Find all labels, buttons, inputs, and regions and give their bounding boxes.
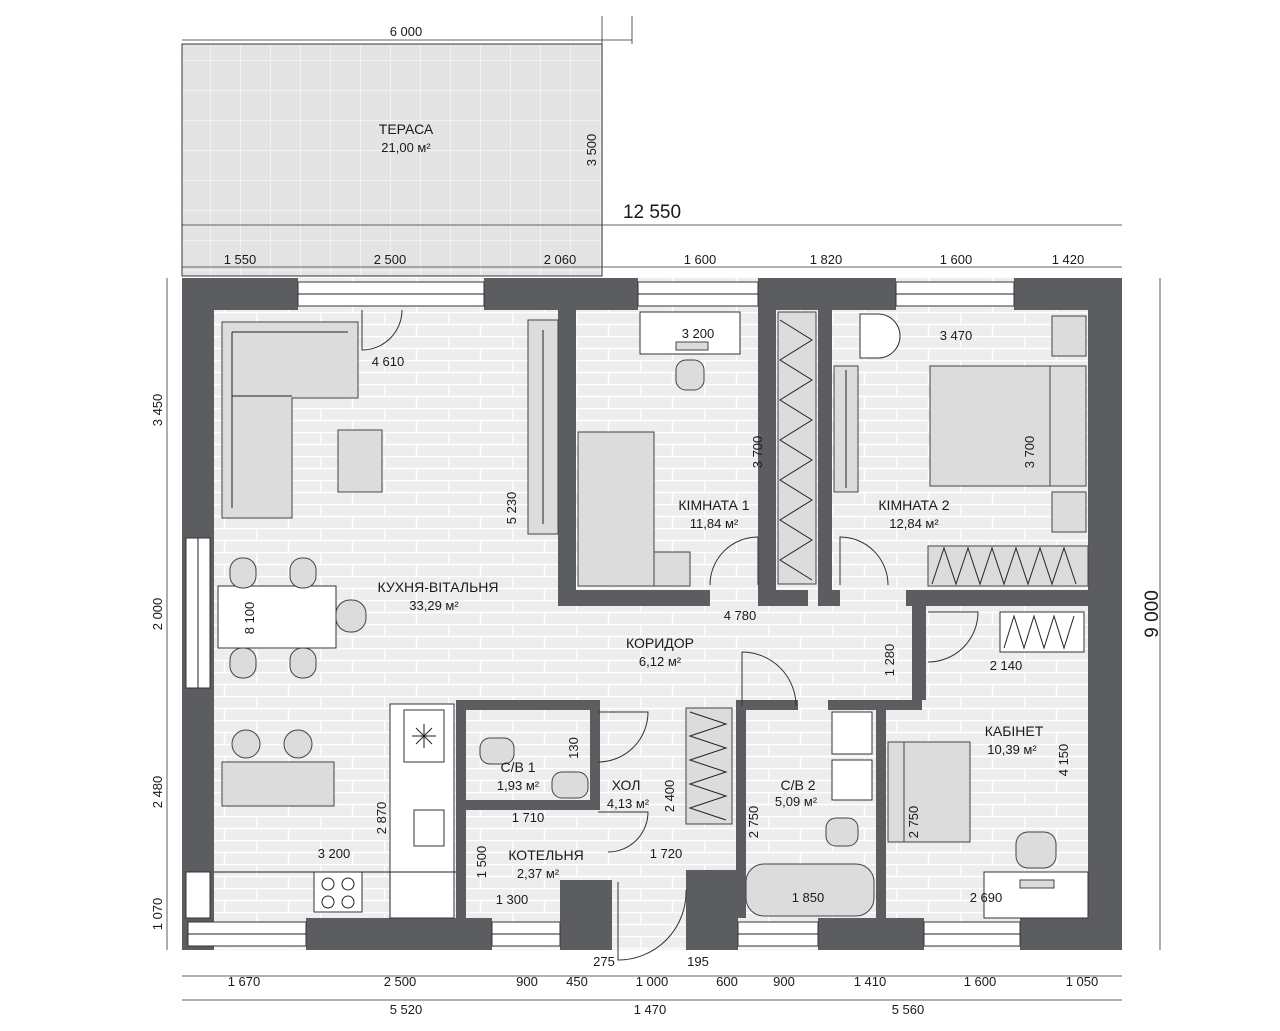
dim-kitchen-unit: 2 870 — [374, 802, 389, 835]
dim-hall-depth: 2 400 — [662, 780, 677, 813]
dim-bottom: 900 — [773, 974, 795, 989]
wc1-name: С/В 1 — [500, 759, 535, 775]
dim-bottom: 195 — [687, 954, 709, 969]
dim-office-inner: 2 750 — [906, 806, 921, 839]
dim-bottom: 1 050 — [1066, 974, 1099, 989]
dim-total-depth: 9 000 — [1142, 590, 1163, 638]
dim-left: 3 450 — [150, 394, 165, 427]
kitchen-area: 33,29 м² — [409, 598, 459, 613]
dim-corridor-len: 4 780 — [724, 608, 757, 623]
dim-bottom: 1 000 — [636, 974, 669, 989]
windows — [185, 281, 1021, 947]
dim-wc1-130: 130 — [566, 737, 581, 759]
dim-room2-depth: 3 700 — [1022, 436, 1037, 469]
dim-bottom: 1 410 — [854, 974, 887, 989]
outer-walls — [182, 278, 1122, 950]
dim-kitchen-depth: 5 230 — [504, 492, 519, 525]
dim-bottom-total: 5 560 — [892, 1002, 925, 1017]
office-area: 10,39 м² — [987, 742, 1037, 757]
dim-wc2-depth: 2 750 — [746, 806, 761, 839]
dim-bottom: 1 670 — [228, 974, 261, 989]
kitchen-name: КУХНЯ-ВІТАЛЬНЯ — [378, 579, 499, 595]
dim-bottom: 2 500 — [384, 974, 417, 989]
dim-kitchen-top: 4 610 — [372, 354, 405, 369]
dim-total-width: 12 550 — [623, 202, 681, 223]
terrace-name: ТЕРАСА — [379, 121, 434, 137]
dim-terrace-width: 6 000 — [390, 24, 423, 39]
dim-left: 2 000 — [150, 598, 165, 631]
hall-area: 4,13 м² — [607, 796, 650, 811]
dim-office-bottom: 2 690 — [970, 890, 1003, 905]
dim-office-top: 2 140 — [990, 658, 1023, 673]
dim-corridor-w: 1 280 — [882, 644, 897, 677]
dim-wc2-bottom: 1 850 — [792, 890, 825, 905]
dim-bottom: 900 — [516, 974, 538, 989]
terrace-area: 21,00 м² — [381, 140, 431, 155]
dim-kitchen-bottom: 3 200 — [318, 846, 351, 861]
corridor-area: 6,12 м² — [639, 654, 682, 669]
dim-top: 1 600 — [940, 252, 973, 267]
dim-bottom: 1 600 — [964, 974, 997, 989]
dim-top: 2 060 — [544, 252, 577, 267]
boiler-area: 2,37 м² — [517, 866, 560, 881]
dim-bottom-total: 1 470 — [634, 1002, 667, 1017]
dim-hall-bottom: 1 720 — [650, 846, 683, 861]
room1-area: 11,84 м² — [690, 516, 739, 531]
dim-top: 1 820 — [810, 252, 843, 267]
dim-room1-depth: 3 700 — [750, 436, 765, 469]
dim-top: 1 420 — [1052, 252, 1085, 267]
doors — [361, 309, 979, 961]
interior-walls — [456, 280, 1120, 918]
dim-bottom: 600 — [716, 974, 738, 989]
wc1-area: 1,93 м² — [497, 778, 540, 793]
office-name: КАБІНЕТ — [985, 723, 1044, 739]
dim-left: 2 480 — [150, 776, 165, 809]
dim-bottom: 450 — [566, 974, 588, 989]
furniture — [214, 311, 1089, 919]
corridor-name: КОРИДОР — [626, 635, 694, 651]
room2-area: 12,84 м² — [889, 516, 939, 531]
dim-terrace-depth: 3 500 — [584, 134, 599, 167]
room1-name: КІМНАТА 1 — [678, 497, 749, 513]
hall-name: ХОЛ — [612, 777, 641, 793]
wc2-area: 5,09 м² — [775, 794, 818, 809]
dim-left: 1 070 — [150, 898, 165, 931]
dim-room1-top: 3 200 — [682, 326, 715, 341]
dim-dining: 8 100 — [242, 602, 257, 635]
dim-boiler-depth: 1 500 — [474, 846, 489, 879]
boiler-name: КОТЕЛЬНЯ — [508, 847, 583, 863]
wc2-name: С/В 2 — [780, 777, 815, 793]
dim-office-depth: 4 150 — [1056, 744, 1071, 777]
dim-boiler-width: 1 300 — [496, 892, 529, 907]
terrace — [181, 16, 633, 277]
dimension-lines — [166, 224, 1161, 1001]
room2-name: КІМНАТА 2 — [878, 497, 949, 513]
dim-wc1-bottom: 1 710 — [512, 810, 545, 825]
dim-top: 2 500 — [374, 252, 407, 267]
dim-room2-top: 3 470 — [940, 328, 973, 343]
dim-bottom: 275 — [593, 954, 615, 969]
dim-top: 1 550 — [224, 252, 257, 267]
dim-bottom-total: 5 520 — [390, 1002, 423, 1017]
dim-top: 1 600 — [684, 252, 717, 267]
